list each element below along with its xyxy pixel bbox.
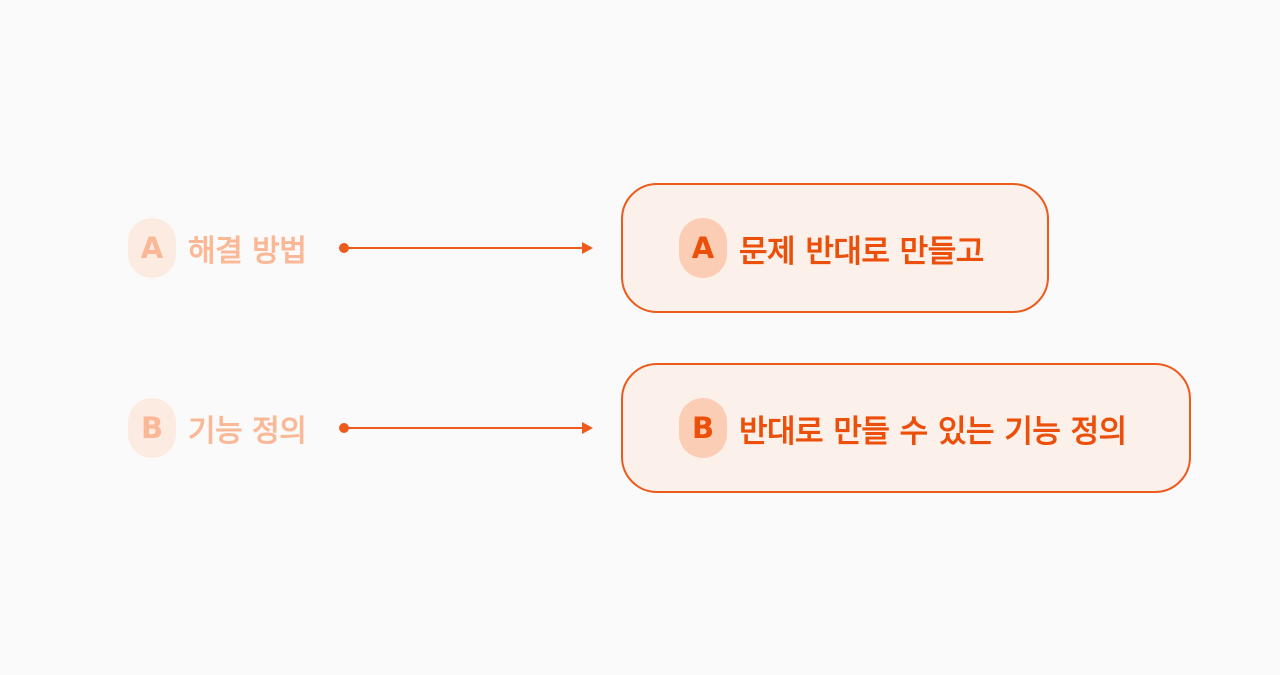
connector-arrowhead-a: [582, 242, 593, 254]
target-box-b: B 반대로 만들 수 있는 기능 정의: [621, 363, 1191, 493]
source-item-a: A 해결 방법: [128, 218, 307, 278]
mapping-row-b: B 기능 정의 B 반대로 만들 수 있는 기능 정의: [0, 363, 1280, 493]
source-label-b: 기능 정의: [188, 414, 307, 449]
target-badge-a: A: [679, 218, 727, 278]
source-badge-b: B: [128, 398, 176, 458]
connector-arrowhead-b: [582, 422, 593, 434]
target-badge-b: B: [679, 398, 727, 458]
source-item-b: B 기능 정의: [128, 398, 307, 458]
target-box-a: A 문제 반대로 만들고: [621, 183, 1049, 313]
source-badge-a: A: [128, 218, 176, 278]
target-label-b: 반대로 만들 수 있는 기능 정의: [739, 413, 1127, 450]
target-content-a: A 문제 반대로 만들고: [679, 218, 984, 278]
mapping-row-a: A 해결 방법 A 문제 반대로 만들고: [0, 183, 1280, 313]
connector-arrow-a: [339, 242, 593, 254]
target-label-a: 문제 반대로 만들고: [739, 233, 984, 270]
source-label-a: 해결 방법: [188, 234, 307, 269]
target-content-b: B 반대로 만들 수 있는 기능 정의: [679, 398, 1127, 458]
connector-arrow-b: [339, 422, 593, 434]
